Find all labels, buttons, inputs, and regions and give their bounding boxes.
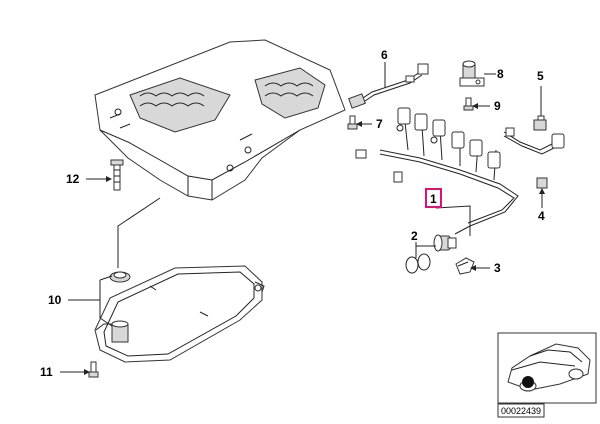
bolt-7: [347, 115, 358, 130]
clip-4: [536, 177, 548, 189]
clip-5: [533, 115, 547, 131]
transmission-filter: [94, 265, 265, 363]
bolt-11: [88, 361, 99, 378]
arrow-12: [106, 176, 112, 182]
callout-3: 3: [494, 261, 501, 275]
arrow-3: [470, 265, 476, 271]
retaining-clip-3: [455, 257, 475, 275]
callout-9: 9: [494, 99, 501, 113]
reference-number: 00022439: [501, 406, 541, 416]
leader-10: [68, 275, 113, 327]
callout-12: 12: [66, 172, 80, 186]
speed-sensor-6: [348, 63, 429, 109]
arrow-4: [539, 188, 545, 194]
arrow-7: [356, 121, 362, 127]
callout-2: 2: [411, 229, 418, 243]
callout-8: 8: [497, 67, 504, 81]
callout-10: 10: [48, 293, 62, 307]
reference-number-box: [497, 403, 545, 418]
o-rings-2: [405, 253, 431, 274]
wiring-harness: [355, 107, 565, 252]
vehicle-locator-inset[interactable]: [497, 332, 597, 404]
bolt-9: [463, 97, 474, 111]
callout-1-highlight-box: [425, 188, 442, 208]
bolt-12: [110, 159, 124, 191]
leader-valve-filter: [117, 197, 161, 268]
arrow-9: [472, 103, 478, 109]
callout-6: 6: [381, 48, 388, 62]
arrow-11: [84, 369, 90, 375]
location-marker: [522, 376, 534, 388]
leader-2: [415, 242, 436, 258]
callout-1: 1: [430, 192, 437, 206]
sensor-8: [459, 60, 485, 87]
valve-body: [94, 39, 346, 201]
callout-7: 7: [376, 117, 383, 131]
callout-5: 5: [537, 69, 544, 83]
leader-1: [435, 205, 471, 236]
callout-11: 11: [40, 365, 53, 379]
callout-4: 4: [538, 209, 545, 223]
